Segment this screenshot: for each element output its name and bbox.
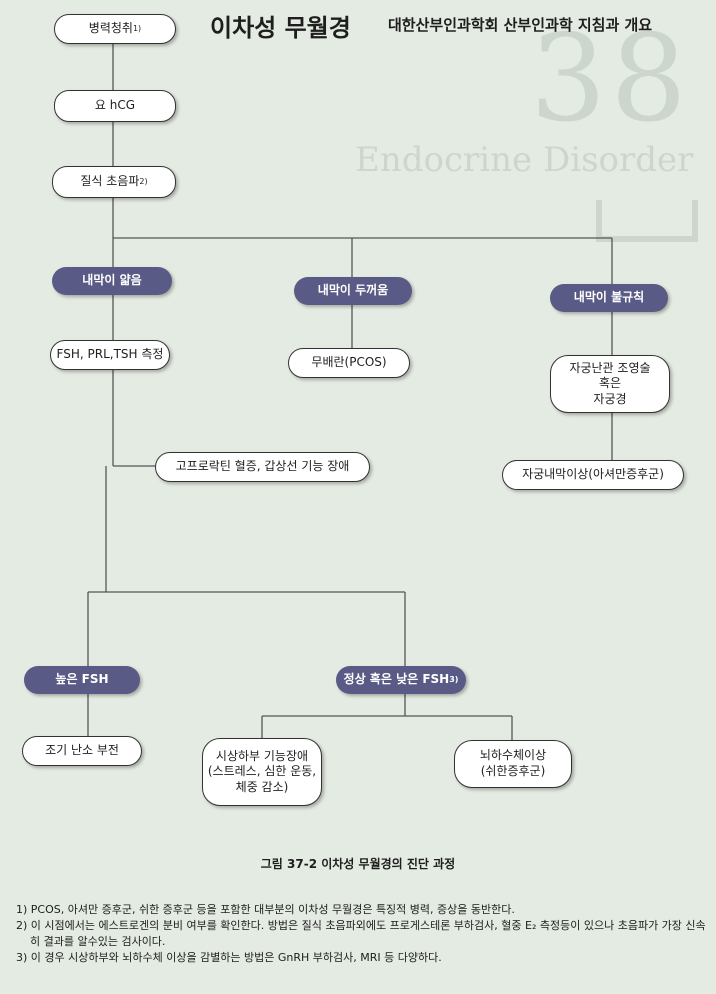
node-history-label: 병력청취 bbox=[88, 21, 133, 36]
footnote-1: 1) PCOS, 아셔만 증후군, 쉬한 증후군 등을 포함한 대부분의 이차성… bbox=[16, 903, 515, 916]
node-history-note: 1) bbox=[132, 23, 142, 33]
node-hormone-test-label: FSH, PRL,TSH 측정 bbox=[56, 347, 164, 362]
node-thick-endometrium-label: 내막이 두꺼움 bbox=[317, 283, 389, 298]
node-pituitary-abnormality-label: 뇌하수체이상 (쉬한증후군) bbox=[479, 748, 547, 778]
node-irregular-endometrium: 내막이 불규칙 bbox=[550, 284, 668, 312]
node-thick-endometrium: 내막이 두꺼움 bbox=[294, 277, 412, 305]
node-hsg-hysteroscopy: 자궁난관 조영술 혹은 자궁경 bbox=[550, 355, 670, 413]
node-hyperprolactinemia-label: 고프로락틴 혈증, 갑상선 기능 장애 bbox=[175, 459, 350, 474]
node-endometrial-abnormality-label: 자궁내막이상(아셔만증후군) bbox=[522, 467, 664, 482]
node-premature-ovarian-failure: 조기 난소 부전 bbox=[22, 736, 142, 766]
footnote-3: 3) 이 경우 시상하부와 뇌하수체 이상을 감별하는 방법은 GnRH 부하검… bbox=[16, 950, 442, 964]
page-title: 이차성 무월경 bbox=[210, 14, 351, 42]
node-anovulation-label: 무배란(PCOS) bbox=[311, 355, 387, 370]
node-urine-hcg: 요 hCG bbox=[54, 90, 176, 122]
node-normal-low-fsh-note: 3) bbox=[449, 674, 459, 684]
node-high-fsh: 높은 FSH bbox=[24, 666, 140, 694]
node-irregular-endometrium-label: 내막이 불규칙 bbox=[573, 290, 645, 305]
node-thin-endometrium: 내막이 얇음 bbox=[52, 267, 172, 295]
node-tvus-label: 질식 초음파 bbox=[80, 174, 140, 189]
page-subtitle: 대한산부인과학회 산부인과학 지침과 개요 bbox=[388, 16, 653, 34]
chapter-bracket-watermark bbox=[596, 200, 698, 242]
chapter-topic-watermark: Endocrine Disorder bbox=[355, 140, 694, 180]
node-tvus-note: 2) bbox=[139, 176, 148, 186]
chapter-number-watermark: 38 bbox=[530, 10, 691, 149]
node-hsg-hysteroscopy-label: 자궁난관 조영술 혹은 자궁경 bbox=[569, 360, 651, 406]
footnotes: 1) PCOS, 아셔만 증후군, 쉬한 증후군 등을 포함한 대부분의 이차성… bbox=[16, 902, 708, 966]
figure-caption: 그림 37-2 이차성 무월경의 진단 과정 bbox=[260, 857, 456, 871]
node-hormone-test: FSH, PRL,TSH 측정 bbox=[50, 340, 170, 370]
node-urine-hcg-label: 요 hCG bbox=[94, 98, 136, 113]
node-thin-endometrium-label: 내막이 얇음 bbox=[82, 273, 142, 288]
node-endometrial-abnormality: 자궁내막이상(아셔만증후군) bbox=[502, 460, 684, 490]
node-premature-ovarian-failure-label: 조기 난소 부전 bbox=[45, 743, 119, 758]
node-hyperprolactinemia: 고프로락틴 혈증, 갑상선 기능 장애 bbox=[155, 452, 370, 482]
node-pituitary-abnormality: 뇌하수체이상 (쉬한증후군) bbox=[454, 740, 572, 788]
node-hypothalamic-dysfunction: 시상하부 기능장애 (스트레스, 심한 운동, 체중 감소) bbox=[202, 738, 322, 806]
node-high-fsh-label: 높은 FSH bbox=[55, 672, 109, 687]
node-anovulation: 무배란(PCOS) bbox=[288, 348, 410, 378]
node-normal-low-fsh-label: 정상 혹은 낮은 FSH bbox=[343, 672, 450, 687]
footnote-2: 2) 이 시점에서는 에스트로겐의 분비 여부를 확인한다. 방법은 질식 초음… bbox=[16, 918, 706, 948]
node-hypothalamic-dysfunction-label: 시상하부 기능장애 (스트레스, 심한 운동, 체중 감소) bbox=[207, 748, 317, 794]
